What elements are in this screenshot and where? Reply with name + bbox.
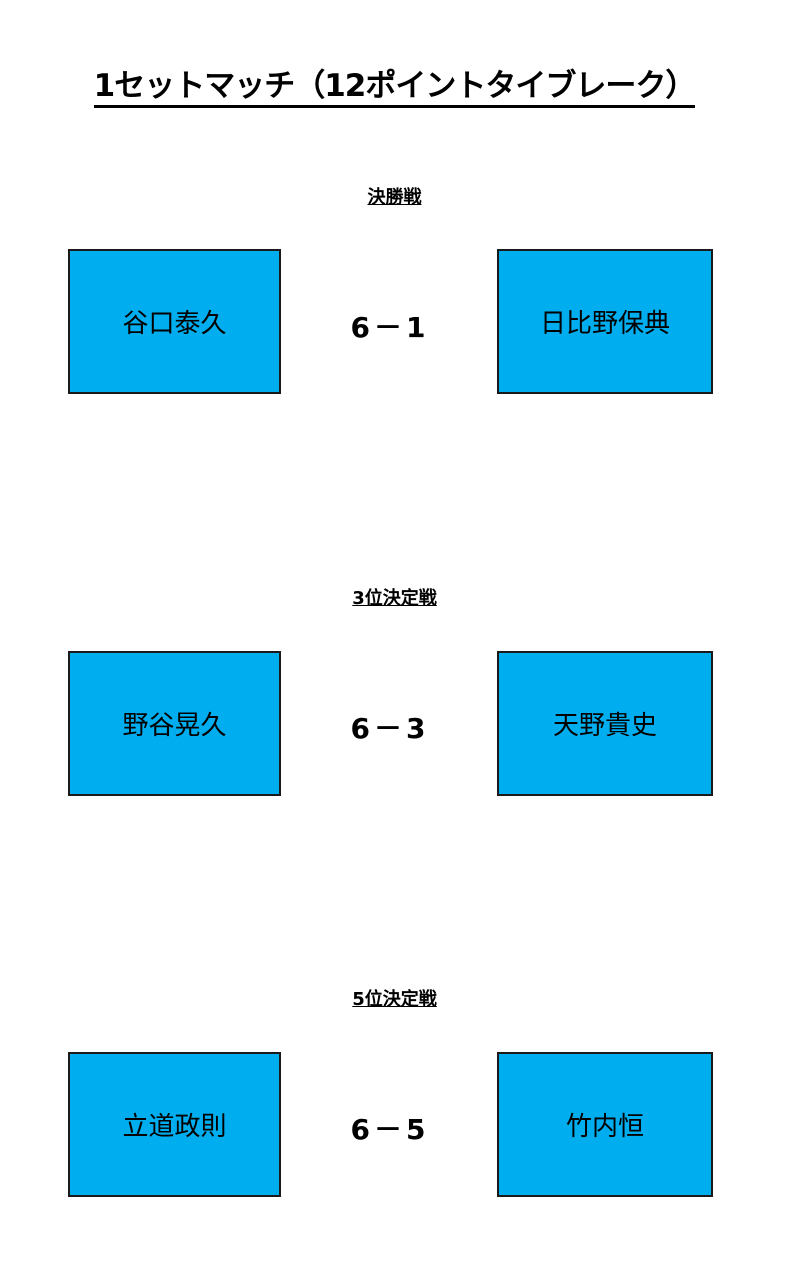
match-score: 6－5 — [350, 1113, 430, 1146]
match-score: 6－3 — [350, 712, 430, 745]
page-title: 1セットマッチ（12ポイントタイブレーク） — [0, 60, 789, 108]
player-box-left: 谷口泰久 — [68, 249, 281, 394]
player-box-left: 野谷晃久 — [68, 651, 281, 796]
match-label-3rd: 3位決定戦 — [352, 588, 437, 609]
page-title-text: 1セットマッチ（12ポイントタイブレーク） — [93, 68, 696, 108]
match-label-5th: 5位決定戦 — [352, 989, 437, 1010]
player-box-right: 日比野保典 — [497, 249, 713, 394]
player-box-right: 竹内恒 — [497, 1052, 713, 1197]
player-box-right: 天野貴史 — [497, 651, 713, 796]
match-score: 6－1 — [350, 311, 430, 344]
match-label-final: 決勝戦 — [367, 187, 422, 208]
player-box-left: 立道政則 — [68, 1052, 281, 1197]
